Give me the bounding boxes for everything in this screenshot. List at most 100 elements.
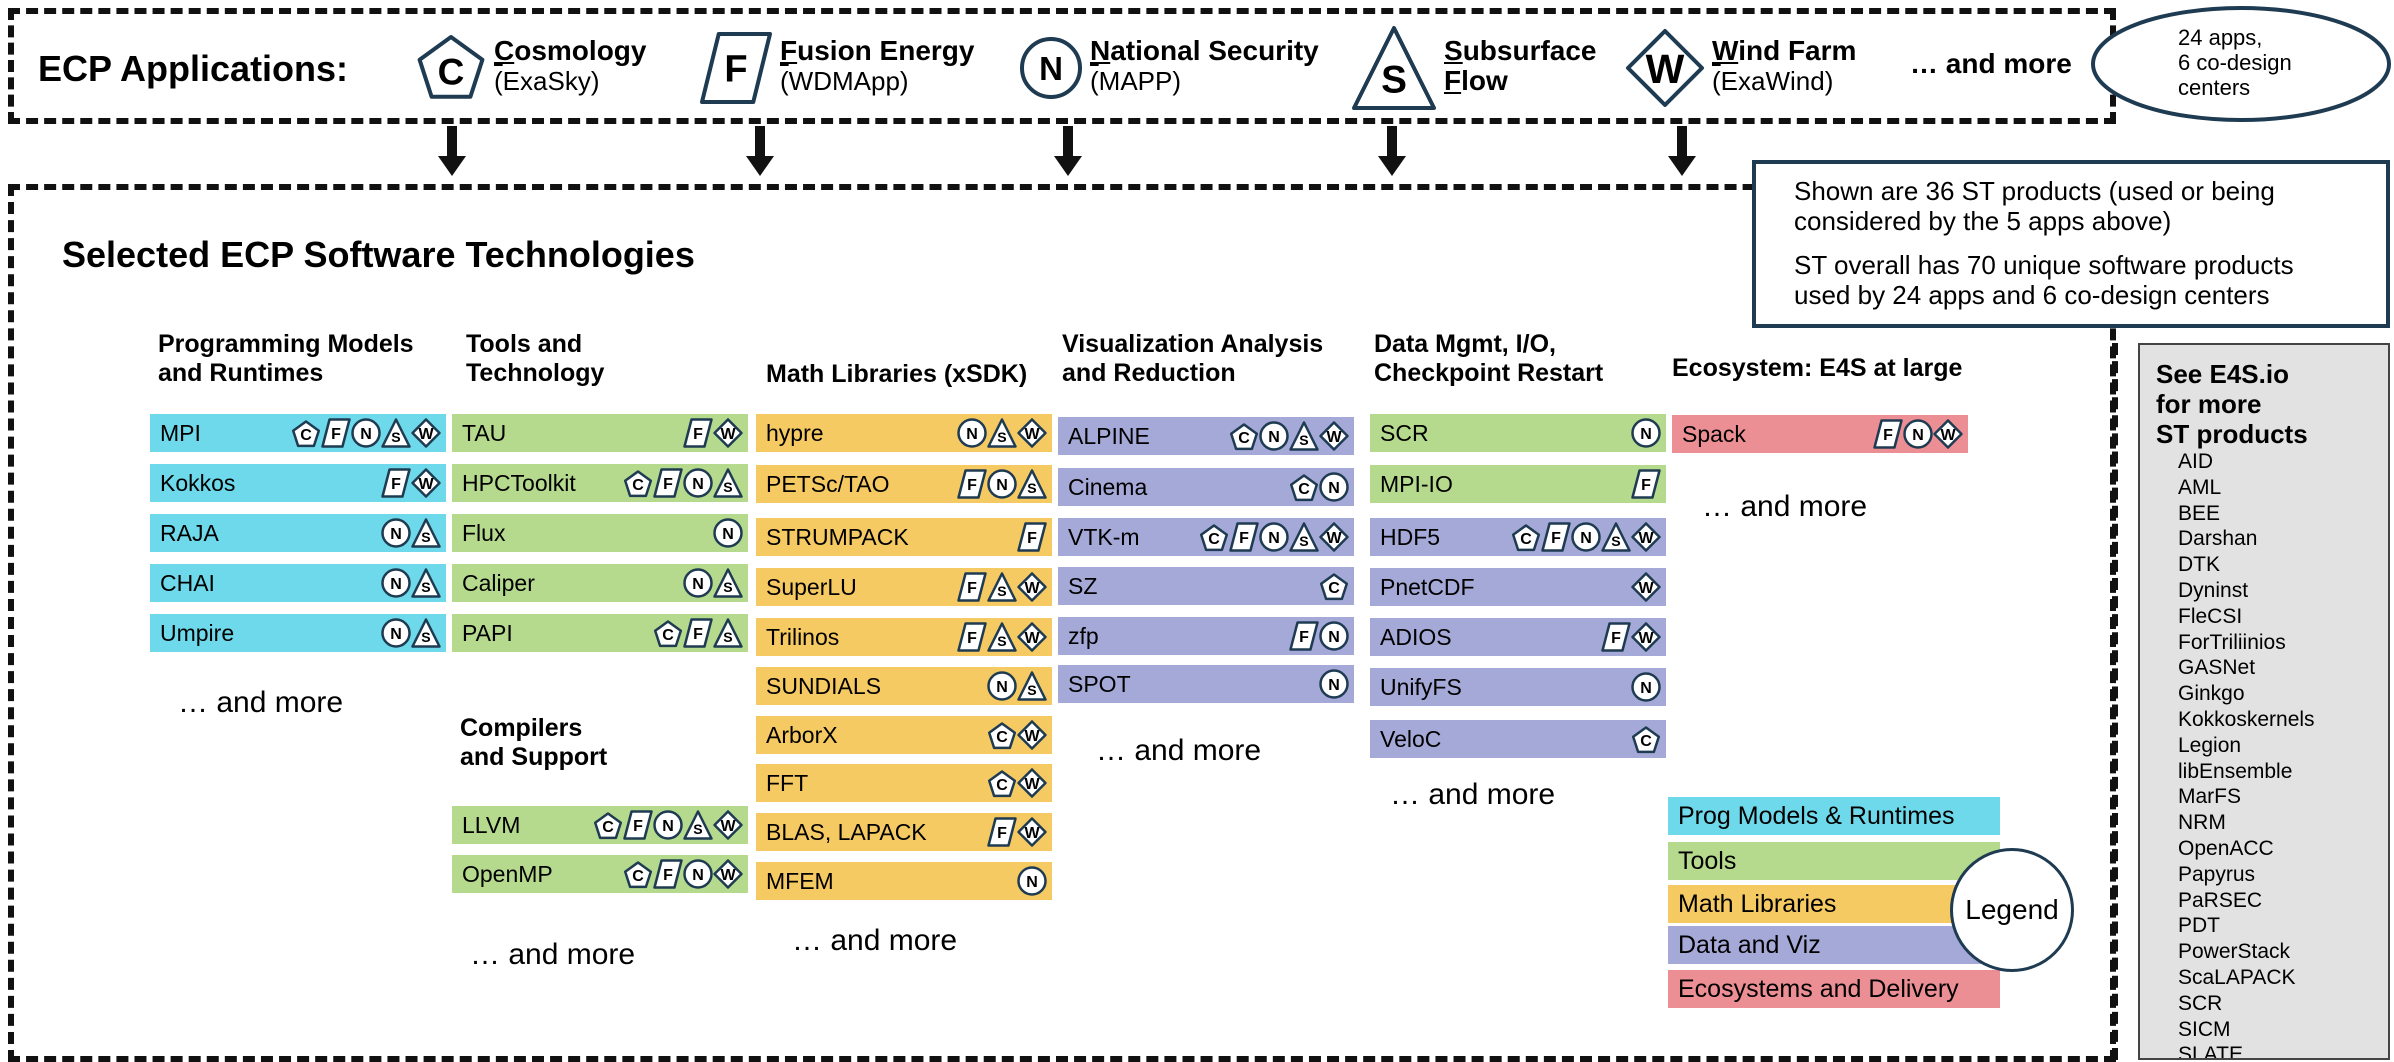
svg-text:N: N [692,576,704,593]
category-programming-models: Programming Models and Runtimes [158,330,414,387]
triangle-app-icon: S [1350,24,1438,117]
diamond-W-icon: W [1630,621,1662,653]
svg-text:N: N [390,576,402,593]
product-flux: Flux N [452,514,748,552]
e4s-product-item: PowerStack [2178,940,2291,964]
triangle-S-icon: S [986,621,1018,653]
svg-text:W: W [1638,580,1654,597]
parallelogram-app-icon: F [698,30,774,111]
triangle-S-icon: S [1600,521,1632,553]
svg-text:N: N [1026,874,1038,891]
diamond-W-icon: W [1932,418,1964,450]
svg-text:S: S [723,629,732,645]
product-label: Flux [462,520,506,546]
triangle-S-icon: S [1016,468,1048,500]
product-label: RAJA [160,520,219,546]
product-label: SZ [1068,573,1098,599]
svg-text:S: S [421,529,430,545]
svg-text:C: C [1238,430,1250,447]
diamond-W-icon: W [712,417,744,449]
svg-text:F: F [1641,477,1651,494]
svg-text:F: F [967,630,977,647]
e4s-product-item: Papyrus [2178,862,2256,886]
svg-text:W: W [418,476,434,493]
svg-text:W: W [1638,530,1654,547]
circle-N-icon: N [1258,521,1290,553]
svg-text:S: S [997,583,1006,599]
parallelogram-F-icon: F [1540,521,1572,553]
svg-text:N: N [1039,50,1063,87]
svg-text:N: N [966,426,978,443]
circle-N-icon: N [712,517,744,549]
e4s-panel-dash [2112,343,2118,1060]
product-label: SuperLU [766,574,857,600]
parallelogram-F-icon: F [1630,468,1662,500]
app-label: Cosmology(ExaSky) [494,35,647,97]
app-label: National Security(MAPP) [1090,35,1319,97]
legend-prog-models: Prog Models & Runtimes [1668,797,2000,835]
product-label: SUNDIALS [766,673,882,699]
svg-text:S: S [1381,59,1407,102]
svg-text:W: W [1024,776,1040,793]
svg-text:S: S [723,579,732,595]
circle-N-icon: N [1318,620,1350,652]
circle-N-icon: N [652,809,684,841]
product-label: VTK-m [1068,524,1140,550]
product-label: ALPINE [1068,423,1150,449]
product-strumpack: STRUMPACK F [756,518,1052,556]
product-label: UnifyFS [1380,674,1462,700]
e4s-product-item: NRM [2178,811,2226,835]
math-and-more: … and more [792,924,958,957]
e4s-product-item: MarFS [2178,785,2241,809]
svg-text:N: N [662,818,674,835]
svg-text:C: C [300,427,312,444]
triangle-S-icon: S [682,809,714,841]
legend-tools: Tools [1668,842,2000,880]
svg-text:F: F [997,825,1007,842]
product-label: MPI [160,420,201,446]
e4s-product-item: SCR [2178,991,2223,1015]
product-sundials: SUNDIALS N S [756,667,1052,705]
e4s-product-item: Darshan [2178,527,2258,551]
svg-text:S: S [1027,682,1036,698]
app-label: Fusion Energy(WDMApp) [780,35,975,97]
svg-text:F: F [633,818,643,835]
svg-text:C: C [1520,531,1532,548]
diamond-W-icon: W [1318,420,1350,452]
parallelogram-F-icon: F [622,809,654,841]
svg-text:F: F [693,426,703,443]
svg-text:S: S [1027,480,1036,496]
parallelogram-F-icon: F [1016,521,1048,553]
product-label: BLAS, LAPACK [766,819,927,845]
svg-text:F: F [724,49,747,91]
product-label: TAU [462,420,507,446]
product-label: ADIOS [1380,624,1452,650]
pentagon-C-icon: C [1510,521,1542,553]
product-label: STRUMPACK [766,524,909,550]
triangle-S-icon: S [986,571,1018,603]
svg-text:N: N [996,679,1008,696]
triangle-S-icon: S [712,467,744,499]
pentagon-C-icon: C [1228,420,1260,452]
product-label: LLVM [462,812,521,838]
e4s-product-item: PaRSEC [2178,888,2263,912]
diamond-W-icon: W [1016,571,1048,603]
svg-text:N: N [722,526,734,543]
triangle-S-icon: S [986,417,1018,449]
category-data-management: Data Mgmt, I/O, Checkpoint Restart [1374,330,1604,387]
pentagon-C-icon: C [1198,521,1230,553]
svg-text:S: S [1299,432,1308,448]
svg-text:C: C [1328,580,1340,597]
applications-and-more: … and more [1910,48,2072,79]
legend-ecosystems: Ecosystems and Delivery [1668,970,2000,1008]
pentagon-C-icon: C [622,858,654,890]
svg-text:W: W [1646,46,1685,92]
parallelogram-F-icon: F [682,617,714,649]
product-sz: SZ C [1058,567,1354,605]
